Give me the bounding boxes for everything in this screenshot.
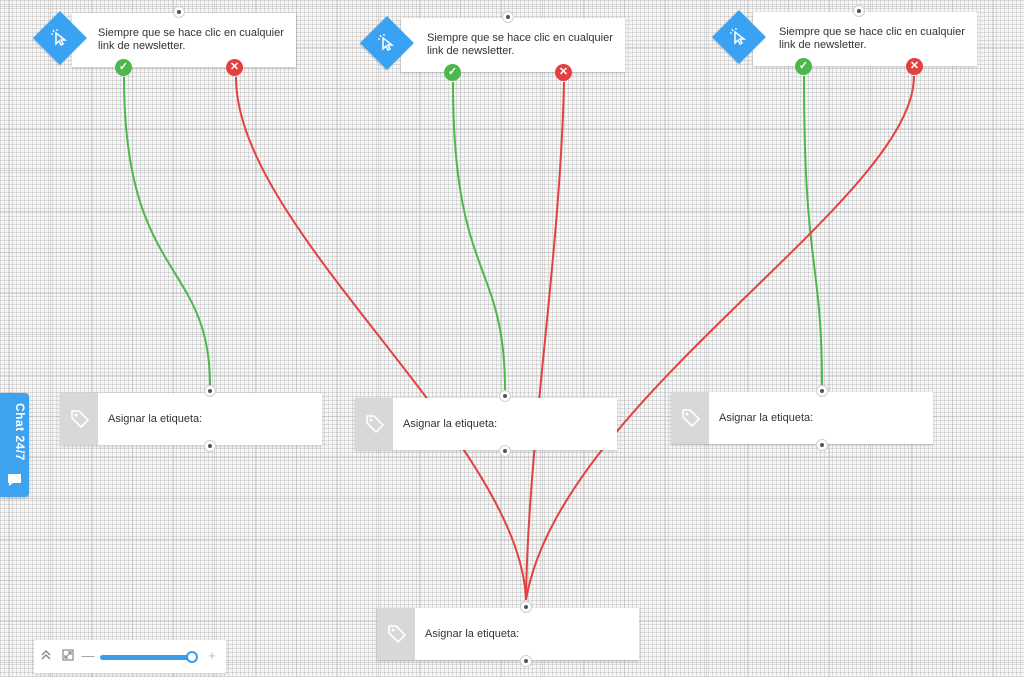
input-port[interactable]	[204, 385, 216, 397]
trigger-node-3[interactable]: Siempre que se hace clic en cualquier li…	[712, 10, 977, 66]
trigger-icon-diamond	[33, 11, 87, 65]
connection-no-2[interactable]	[525, 81, 565, 601]
zoom-slider[interactable]	[100, 651, 198, 663]
trigger-description: Siempre que se hace clic en cualquier li…	[779, 26, 965, 51]
trigger-icon-diamond	[360, 16, 414, 70]
connection-yes-3[interactable]	[803, 75, 823, 386]
cursor-click-icon	[378, 34, 395, 52]
connection-no-1[interactable]	[235, 76, 527, 601]
zoom-in-button[interactable]: +	[208, 648, 216, 663]
trigger-description: Siempre que se hace clic en cualquier li…	[98, 27, 284, 52]
tag-icon	[682, 409, 700, 427]
output-port[interactable]	[520, 655, 532, 667]
zoom-out-button[interactable]: —	[81, 648, 95, 663]
chat-tab[interactable]: Chat 24/7	[0, 393, 29, 497]
trigger-node-1[interactable]: Siempre que se hace clic en cualquier li…	[33, 11, 296, 67]
tag-icon	[71, 410, 89, 428]
action-label: Asignar la etiqueta:	[403, 418, 498, 430]
output-port[interactable]	[204, 440, 216, 452]
close-icon[interactable]: ✕	[226, 59, 243, 76]
trigger-icon-diamond	[712, 10, 766, 64]
connection-yes-1[interactable]	[123, 76, 211, 386]
expand-icon[interactable]	[61, 649, 75, 663]
close-icon[interactable]: ✕	[555, 64, 572, 81]
chat-label: Chat 24/7	[13, 403, 27, 461]
input-port[interactable]	[520, 601, 532, 613]
zoom-slider-handle[interactable]	[186, 651, 198, 663]
action-node-1[interactable]: Asignar la etiqueta:	[60, 393, 322, 445]
tag-icon	[366, 415, 384, 433]
zoom-slider-fill	[100, 655, 192, 660]
trigger-description: Siempre que se hace clic en cualquier li…	[427, 32, 613, 57]
trigger-node-2[interactable]: Siempre que se hace clic en cualquier li…	[360, 16, 625, 72]
input-port[interactable]	[853, 5, 865, 17]
tag-icon-box	[377, 608, 415, 660]
close-icon[interactable]: ✕	[906, 58, 923, 75]
tag-icon-box	[355, 398, 393, 450]
action-node-2[interactable]: Asignar la etiqueta:	[355, 398, 617, 450]
tag-icon-box	[60, 393, 98, 445]
output-port[interactable]	[499, 445, 511, 457]
action-node-3[interactable]: Asignar la etiqueta:	[671, 392, 933, 444]
connection-yes-2[interactable]	[452, 81, 506, 391]
action-label: Asignar la etiqueta:	[719, 412, 814, 424]
input-port[interactable]	[502, 11, 514, 23]
action-label: Asignar la etiqueta:	[108, 413, 203, 425]
input-port[interactable]	[173, 6, 185, 18]
tag-icon-box	[671, 392, 709, 444]
connection-no-3[interactable]	[525, 75, 915, 601]
input-port[interactable]	[816, 385, 828, 397]
double-chevron-up-icon[interactable]	[39, 649, 53, 663]
check-icon[interactable]: ✓	[115, 59, 132, 76]
input-port[interactable]	[499, 390, 511, 402]
cursor-click-icon	[51, 29, 68, 47]
tag-icon	[388, 625, 406, 643]
check-icon[interactable]: ✓	[795, 58, 812, 75]
action-node-4[interactable]: Asignar la etiqueta:	[377, 608, 639, 660]
action-label: Asignar la etiqueta:	[425, 628, 520, 640]
zoom-toolbar: — +	[34, 640, 226, 673]
check-icon[interactable]: ✓	[444, 64, 461, 81]
cursor-click-icon	[730, 28, 747, 46]
chat-bubble-icon	[8, 474, 21, 486]
output-port[interactable]	[816, 439, 828, 451]
